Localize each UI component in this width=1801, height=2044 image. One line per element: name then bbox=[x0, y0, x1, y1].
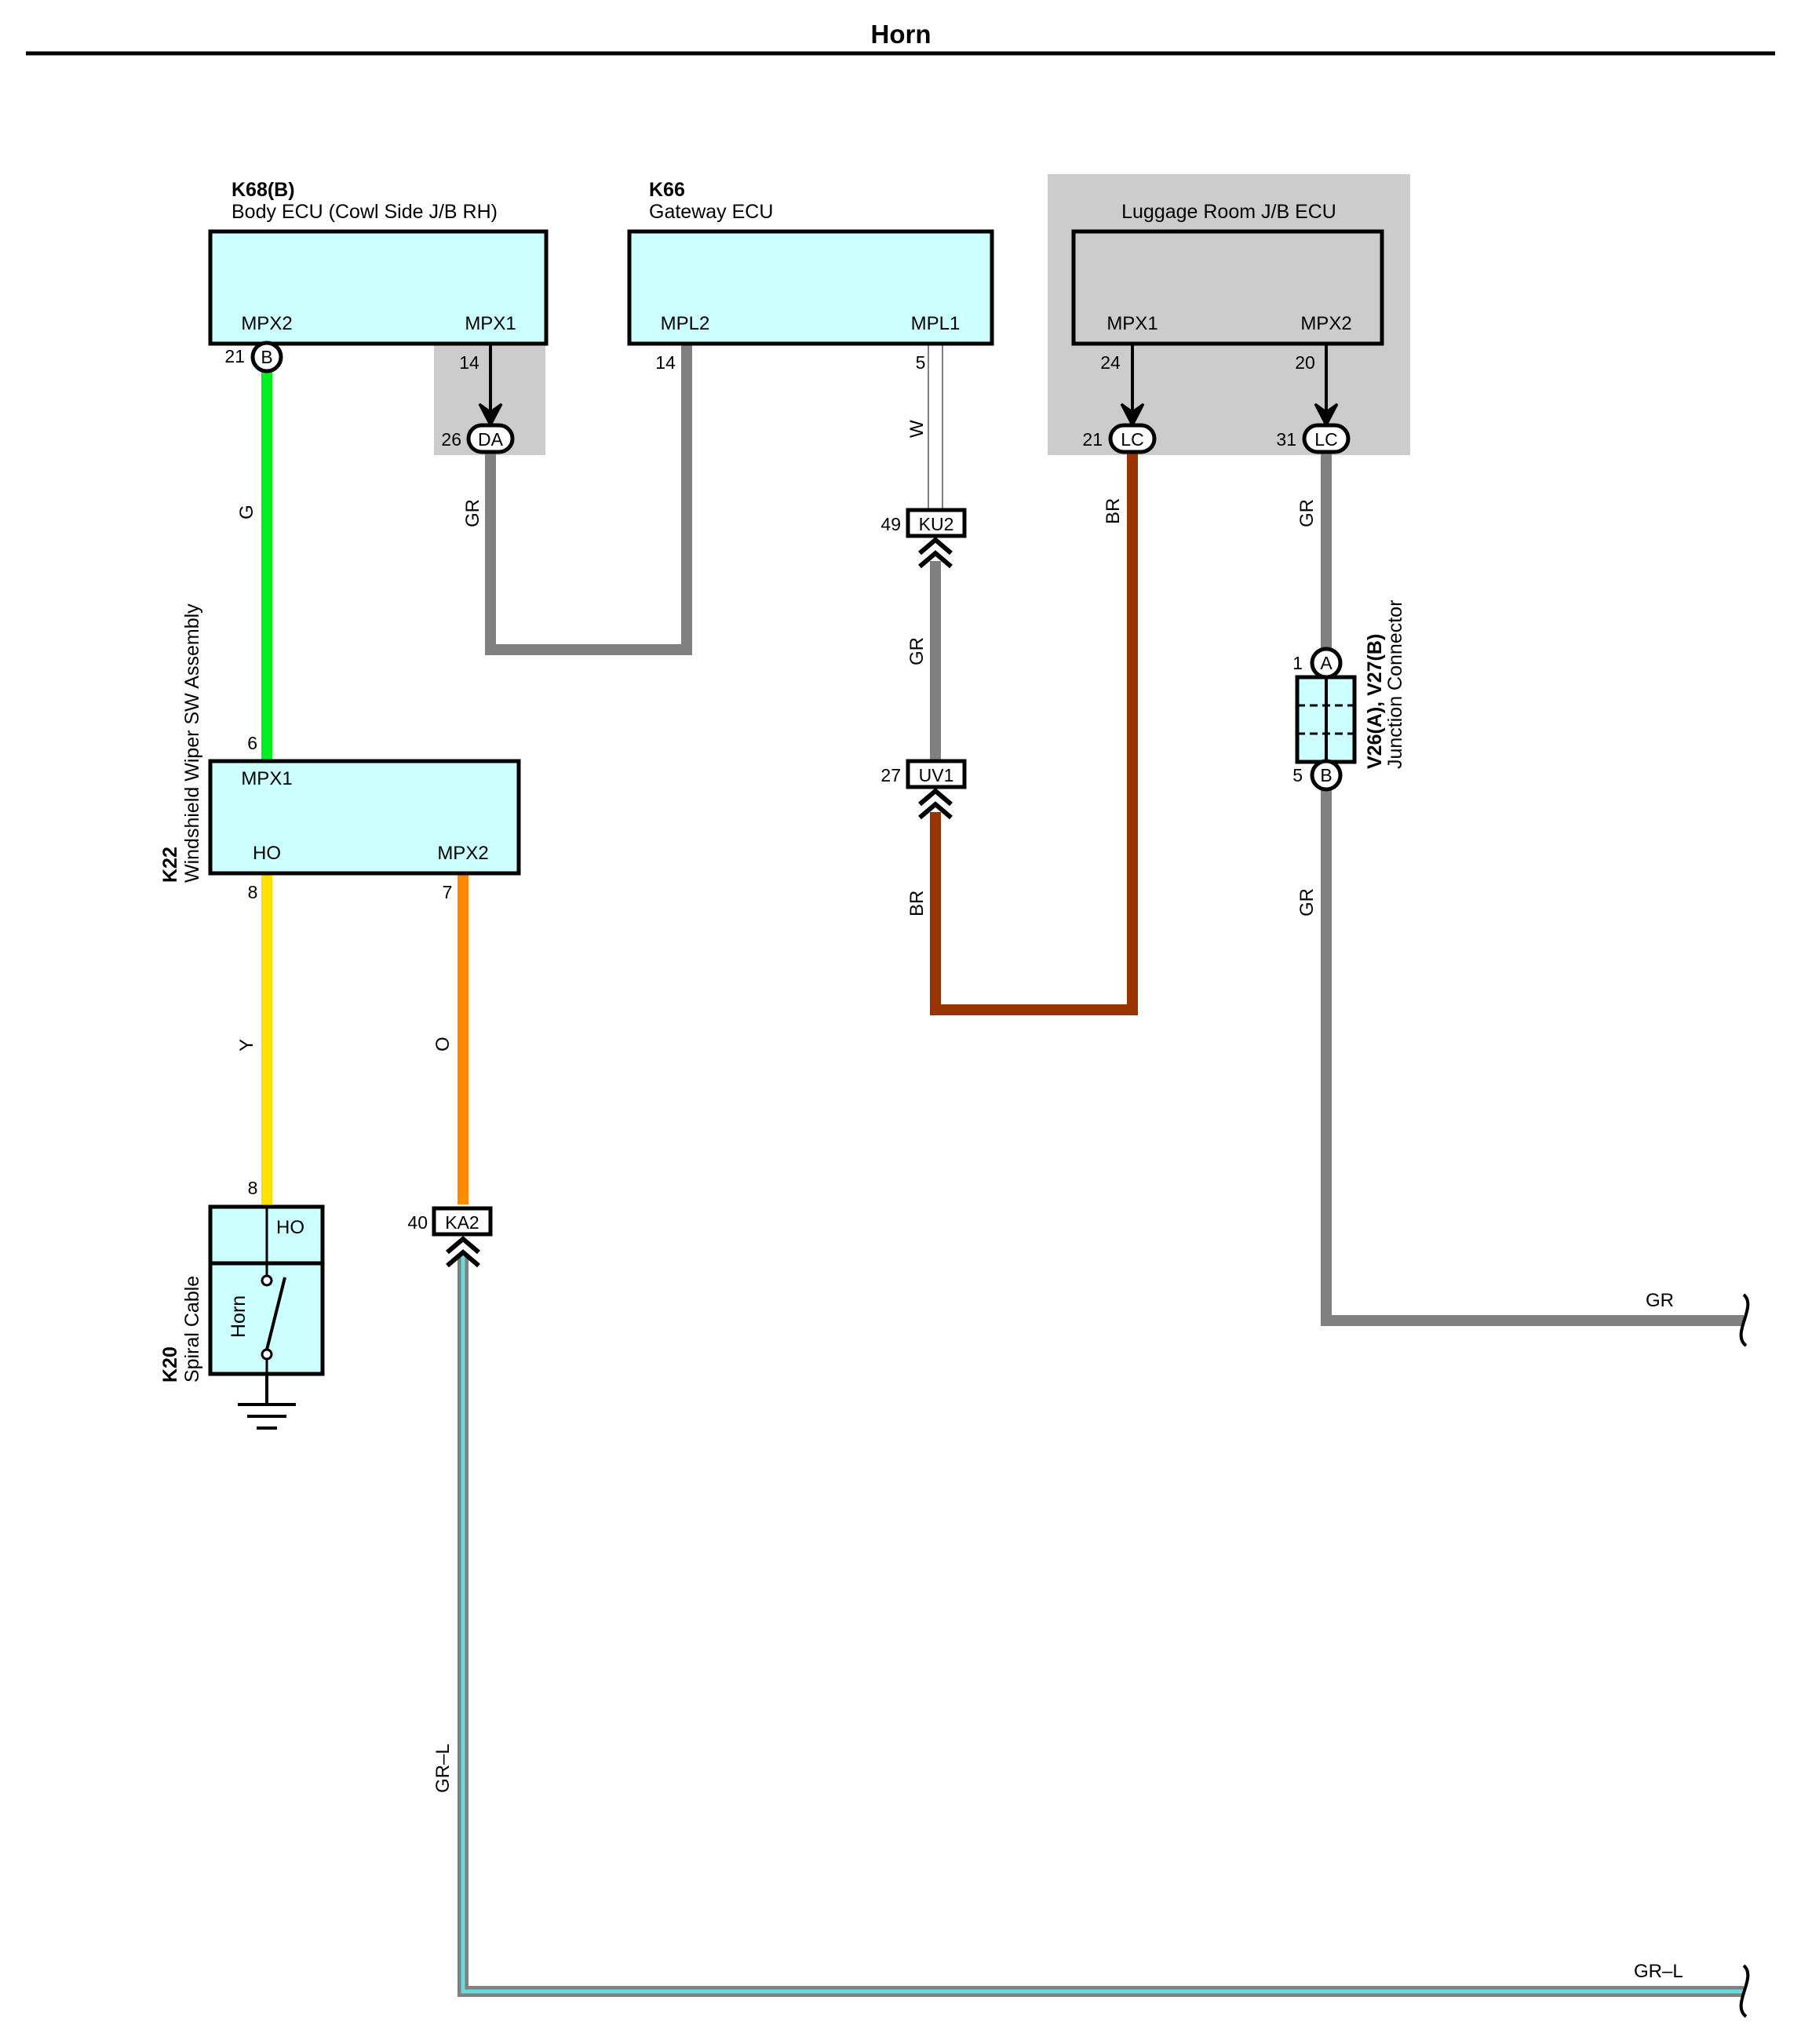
k22-code: K22 bbox=[159, 847, 181, 883]
connector-ku2 bbox=[906, 508, 967, 538]
v26-pin-b-label: B bbox=[1320, 765, 1332, 785]
k68-code: K68(B) bbox=[232, 179, 295, 201]
k22-pin-top: MPX1 bbox=[241, 768, 292, 789]
k22-pinno-left: 8 bbox=[248, 882, 258, 902]
wire-gr-da bbox=[485, 344, 692, 655]
connector-lc1-label: LC bbox=[1121, 429, 1143, 450]
luggage-pin-left: MPX1 bbox=[1106, 313, 1158, 334]
k68-name: Body ECU (Cowl Side J/B RH) bbox=[232, 201, 498, 223]
wire-label-w: W bbox=[906, 420, 928, 438]
k66-pinno-left: 14 bbox=[655, 352, 676, 373]
ku2-chevron-icon bbox=[918, 537, 953, 569]
break-mark-grl bbox=[1739, 1964, 1750, 2018]
k66-pin-right: MPL1 bbox=[911, 313, 961, 334]
connector-ka2-label: KA2 bbox=[445, 1212, 479, 1233]
k20-horn-switch-icon bbox=[265, 1277, 286, 1350]
wire-label-br-uv1: BR bbox=[906, 891, 928, 916]
connector-uv1 bbox=[906, 759, 967, 789]
wire-grl bbox=[458, 1255, 1744, 1997]
k22-box bbox=[208, 759, 521, 876]
wire-label-y: Y bbox=[236, 1039, 257, 1051]
connector-ku2-pin: 49 bbox=[880, 514, 901, 534]
k22-name: Windshield Wiper SW Assembly bbox=[181, 603, 203, 883]
k20-switch-top-contact bbox=[261, 1274, 273, 1287]
k22-pinno-top: 6 bbox=[247, 733, 257, 753]
wire-label-br-lc: BR bbox=[1103, 498, 1124, 524]
k20-pin: HO bbox=[276, 1217, 304, 1238]
k68-pin-left: MPX2 bbox=[241, 313, 292, 334]
luggage-box bbox=[1071, 229, 1384, 346]
k22-pin-left: HO bbox=[253, 843, 281, 864]
break-mark-gr bbox=[1739, 1293, 1750, 1347]
v26-code: V26(A), V27(B) bbox=[1364, 634, 1386, 769]
k20-switch-bottom-contact bbox=[261, 1348, 273, 1361]
luggage-pinno-left: 24 bbox=[1100, 352, 1121, 373]
ka2-chevron-icon bbox=[446, 1236, 480, 1268]
connector-da bbox=[466, 423, 515, 454]
k22-pinno-right: 7 bbox=[443, 882, 453, 902]
connector-da-pin: 26 bbox=[441, 429, 461, 450]
wire-label-gr-da: GR bbox=[462, 499, 483, 527]
connector-lc1-pin: 21 bbox=[1082, 429, 1103, 450]
connector-lc2-pin: 31 bbox=[1276, 429, 1296, 450]
k20-name: Spiral Cable bbox=[181, 1276, 203, 1383]
v26-pin-a-label: A bbox=[1320, 653, 1333, 673]
v26-pin-b-number: 5 bbox=[1292, 765, 1303, 785]
wire-label-grl-end: GR–L bbox=[1634, 1961, 1683, 1982]
k22-pin-right: MPX2 bbox=[437, 843, 488, 864]
k68-mpx1-arrow-icon bbox=[478, 403, 503, 428]
wire-label-g: G bbox=[236, 505, 257, 519]
connector-ku2-label: KU2 bbox=[919, 514, 954, 534]
connector-lc2-label: LC bbox=[1314, 429, 1337, 450]
uv1-chevron-icon bbox=[918, 788, 953, 820]
k20-code: K20 bbox=[159, 1346, 181, 1383]
connector-lc1 bbox=[1108, 423, 1157, 454]
connector-ka2 bbox=[432, 1206, 493, 1237]
luggage-mpx2-arrow-icon bbox=[1314, 403, 1339, 428]
diagram-title: Horn bbox=[871, 20, 931, 49]
wire-label-o: O bbox=[432, 1037, 454, 1051]
k66-box bbox=[627, 229, 994, 346]
connector-da-label: DA bbox=[478, 429, 504, 450]
wire-label-gr-mid: GR bbox=[906, 637, 928, 665]
k20-pinno: 8 bbox=[248, 1178, 258, 1198]
wire-label-grl: GR–L bbox=[432, 1743, 454, 1793]
wire-label-gr-lc2: GR bbox=[1296, 499, 1318, 527]
wire-br bbox=[930, 451, 1138, 1015]
v26-pin-b bbox=[1310, 759, 1343, 792]
luggage-mpx1-arrow-icon bbox=[1120, 403, 1145, 428]
k68-box bbox=[208, 229, 549, 346]
v26-name: Junction Connector bbox=[1384, 600, 1406, 769]
k68-pinno-left: 21 bbox=[224, 346, 245, 366]
wire-gr-lower bbox=[1321, 790, 1744, 1326]
k66-code: K66 bbox=[649, 179, 685, 201]
k20-switch-label: Horn bbox=[228, 1295, 250, 1338]
k68-connector-b bbox=[250, 341, 283, 373]
wire-label-gr-end: GR bbox=[1646, 1290, 1674, 1311]
wire-grl-stripe bbox=[461, 1255, 1744, 1994]
luggage-pinno-right: 20 bbox=[1295, 352, 1315, 373]
connector-ka2-pin: 40 bbox=[407, 1212, 428, 1233]
luggage-name: Luggage Room J/B ECU bbox=[1121, 201, 1336, 223]
connector-uv1-pin: 27 bbox=[880, 765, 901, 785]
k66-pin-left: MPL2 bbox=[661, 313, 710, 334]
wire-label-gr-lower: GR bbox=[1296, 888, 1318, 916]
k66-name: Gateway ECU bbox=[649, 201, 773, 223]
k68-pinno-right: 14 bbox=[459, 352, 479, 373]
k68-pin-right: MPX1 bbox=[465, 313, 516, 334]
connector-lc2 bbox=[1302, 423, 1351, 454]
k68-connector-b-label: B bbox=[261, 347, 272, 367]
luggage-pin-right: MPX2 bbox=[1300, 313, 1351, 334]
k66-pinno-right: 5 bbox=[916, 352, 926, 373]
v26-pin-a-number: 1 bbox=[1292, 653, 1303, 673]
connector-uv1-label: UV1 bbox=[919, 765, 954, 785]
